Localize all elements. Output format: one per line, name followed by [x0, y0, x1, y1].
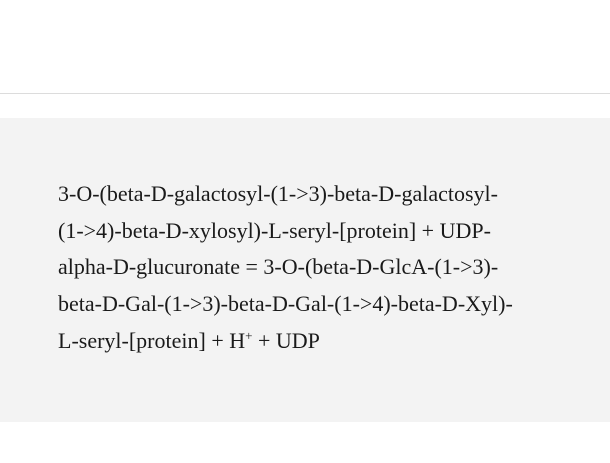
reaction-line-2: (1->4)-beta-D-xylosyl)-L-seryl-[protein]…: [58, 217, 491, 243]
divider: [0, 93, 610, 94]
reaction-line-5: L-seryl-[protein] + H+ + UDP: [58, 323, 558, 360]
reaction-line-5-prefix: L-seryl-[protein] + H: [58, 327, 246, 353]
reaction-panel: [0, 118, 610, 422]
reaction-equation: 3-O-(beta-D-galactosyl-(1->3)-beta-D-gal…: [58, 176, 558, 360]
reaction-line-3: alpha-D-glucuronate = 3-O-(beta-D-GlcA-(…: [58, 254, 499, 280]
proton-charge-superscript: +: [245, 327, 253, 343]
reaction-line-1: 3-O-(beta-D-galactosyl-(1->3)-beta-D-gal…: [58, 181, 498, 206]
header-area: [0, 0, 610, 93]
reaction-line-5-suffix: + UDP: [252, 327, 320, 353]
reaction-line-4: beta-D-Gal-(1->3)-beta-D-Gal-(1->4)-beta…: [58, 291, 513, 317]
